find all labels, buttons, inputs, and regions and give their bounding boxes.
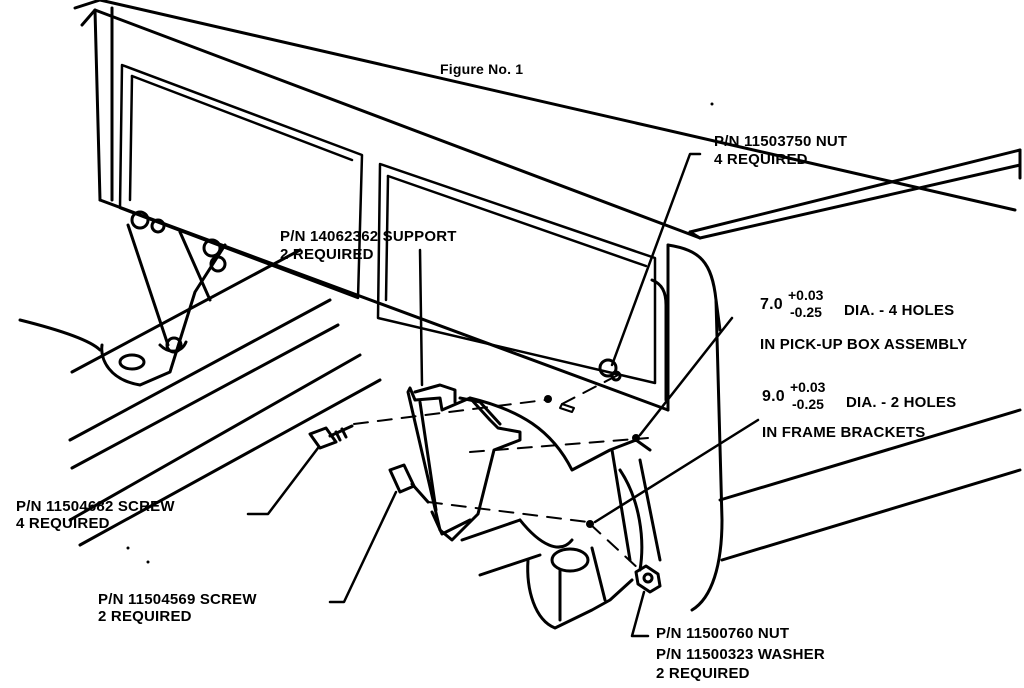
leader-holes-box [640, 318, 732, 435]
screw-a-qty: 4 REQUIRED [16, 515, 110, 532]
nut-washer-qty: 2 REQUIRED [656, 665, 750, 682]
leader-screw-a [248, 448, 318, 514]
figure-title: Figure No. 1 [440, 61, 524, 77]
panel-recess-left [120, 65, 362, 298]
leader-lines [248, 154, 758, 636]
holes-frame-suffix: DIA. - 2 HOLES [846, 394, 957, 411]
leader-nut-washer [632, 592, 648, 636]
holes-box-suffix: DIA. - 4 HOLES [844, 302, 955, 319]
nut-washer-11500760-icon [636, 566, 660, 592]
screw-11504569-icon [390, 465, 428, 502]
nut-washer-nut-partno: P/N 11500760 NUT [656, 625, 790, 642]
screw-b-qty: 2 REQUIRED [98, 608, 192, 625]
nut-washer-washer-partno: P/N 11500323 WASHER [656, 646, 825, 663]
holes-box-location: IN PICK-UP BOX ASSEMBLY [760, 336, 968, 353]
leader-screw-b [330, 492, 396, 602]
screw-11504682-icon [310, 426, 352, 448]
panel-recess-right [378, 164, 655, 383]
right-frame-bracket [462, 398, 660, 628]
hole-marks [544, 395, 640, 528]
screw-b-partno: P/N 11504569 SCREW [98, 591, 257, 608]
support-bracket [408, 385, 520, 540]
leader-support [420, 250, 422, 385]
leader-holes-frame [595, 420, 758, 522]
holes-frame-location: IN FRAME BRACKETS [762, 424, 926, 441]
nut-top-qty: 4 REQUIRED [714, 151, 808, 168]
leader-nut-top [612, 154, 700, 365]
side-panel-right [652, 150, 1020, 610]
holes-frame-tol-minus: -0.25 [792, 396, 824, 412]
left-frame-bracket [102, 212, 225, 385]
holes-box-diameter: 7.0 [760, 296, 783, 313]
stray-dots [126, 102, 714, 564]
holes-frame-diameter: 9.0 [762, 388, 785, 405]
screw-a-partno: P/N 11504682 SCREW [16, 498, 175, 515]
holes-frame-tol-plus: +0.03 [790, 379, 826, 395]
holes-box-tol-minus: -0.25 [790, 304, 822, 320]
nut-top-partno: P/N 11503750 NUT [714, 133, 848, 150]
holes-box-tol-plus: +0.03 [788, 287, 824, 303]
nut-11503750-icon [600, 360, 620, 380]
assembly-centerlines [354, 374, 648, 570]
support-qty: 2 REQUIRED [280, 246, 374, 263]
slot-hole [560, 404, 574, 412]
frame-rail [20, 250, 380, 545]
support-partno: P/N 14062362 SUPPORT [280, 228, 457, 245]
